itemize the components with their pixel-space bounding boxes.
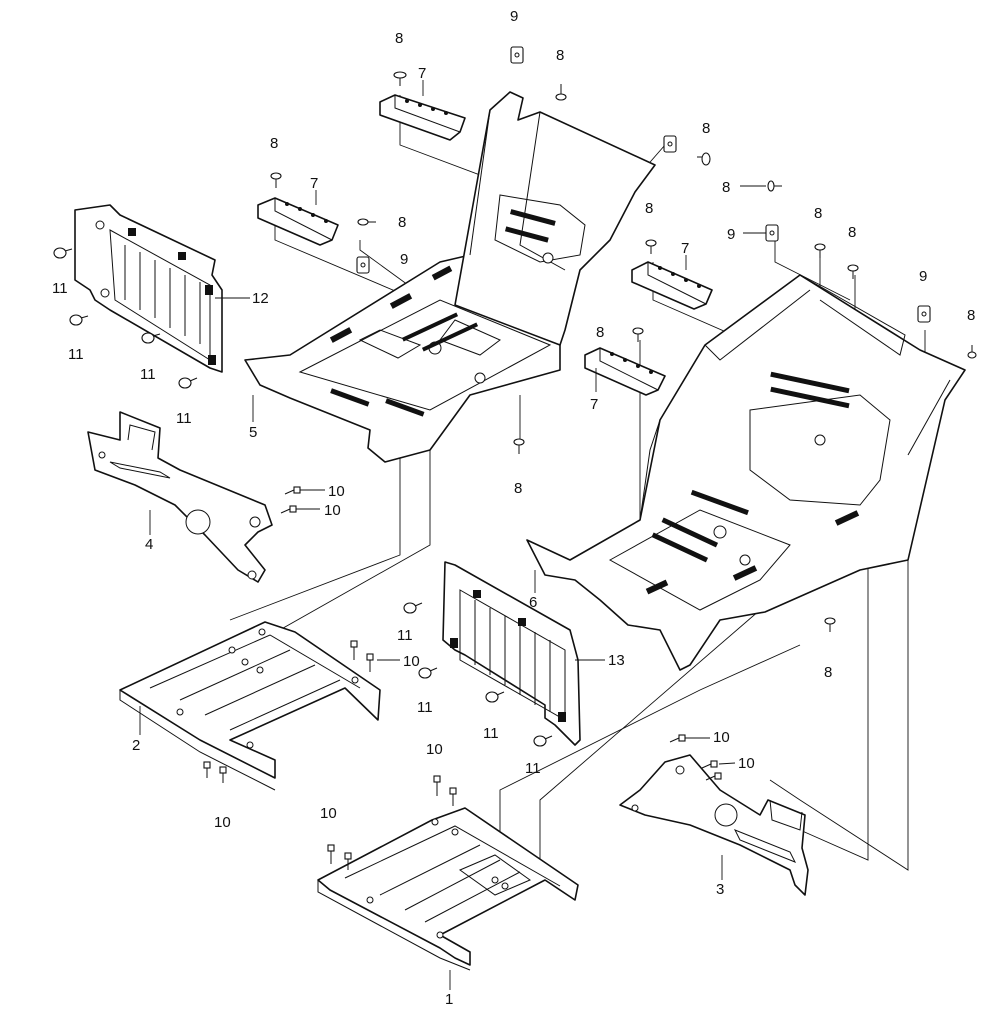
callout-8: 8 (645, 200, 653, 217)
screw-8 (767, 180, 782, 192)
foot-plates (257, 94, 713, 396)
rivet-11 (485, 691, 505, 703)
left-bracket (87, 411, 273, 583)
callout-1: 1 (445, 991, 453, 1008)
screw-8 (513, 438, 525, 454)
clip-9 (356, 256, 370, 274)
callout-7: 7 (590, 396, 598, 413)
upper-subframe (119, 621, 381, 791)
screw-8 (814, 243, 826, 258)
callout-8: 8 (398, 214, 406, 231)
callout-labels: 1 2 3 4 5 6 12 13 7 7 7 7 8 8 8 8 8 8 8 … (52, 8, 975, 1008)
clip-9 (765, 224, 779, 242)
callout-8: 8 (596, 324, 604, 341)
callout-11: 11 (417, 699, 433, 716)
callout-7: 7 (681, 240, 689, 257)
bolt-10 (219, 766, 227, 783)
screw-8 (270, 172, 282, 188)
left-side-panel (74, 204, 223, 373)
rivet-11 (533, 735, 553, 747)
callout-7: 7 (418, 65, 426, 82)
screw-8 (645, 239, 657, 254)
bolt-10 (280, 505, 297, 514)
callout-10: 10 (320, 805, 337, 822)
callout-10: 10 (328, 483, 345, 500)
right-side-panel (442, 561, 581, 746)
bolt-10 (701, 760, 718, 769)
callout-8: 8 (824, 664, 832, 681)
bolt-10 (433, 775, 441, 796)
bolt-10 (669, 734, 686, 743)
callout-8: 8 (395, 30, 403, 47)
callout-13: 13 (608, 652, 625, 669)
callout-10: 10 (403, 653, 420, 670)
callout-9: 9 (727, 226, 735, 243)
callout-10: 10 (214, 814, 231, 831)
callout-9: 9 (400, 251, 408, 268)
rivet-11 (418, 667, 438, 679)
callout-8: 8 (702, 120, 710, 137)
lower-subframe (317, 807, 579, 971)
callout-11: 11 (176, 410, 192, 427)
callout-11: 11 (525, 760, 541, 777)
callout-4: 4 (145, 536, 153, 553)
callout-12: 12 (252, 290, 269, 307)
callout-10: 10 (713, 729, 730, 746)
rivet-11 (69, 314, 89, 326)
callout-10: 10 (738, 755, 755, 772)
clip-9 (917, 305, 931, 323)
screw-8 (847, 264, 859, 279)
bolt-10 (203, 761, 211, 778)
callout-9: 9 (919, 268, 927, 285)
bolt-10 (705, 772, 722, 781)
right-floor-tray (526, 274, 966, 671)
bolt-10 (344, 852, 352, 870)
screw-8 (967, 345, 977, 359)
callout-9: 9 (510, 8, 518, 25)
callout-8: 8 (814, 205, 822, 222)
bolt-10 (449, 787, 457, 806)
callout-11: 11 (68, 346, 84, 363)
rivet-11 (141, 332, 161, 344)
callout-2: 2 (132, 737, 140, 754)
right-bracket (619, 754, 809, 896)
callout-10: 10 (426, 741, 443, 758)
callout-5: 5 (249, 424, 257, 441)
callout-8: 8 (514, 480, 522, 497)
screw-8 (697, 152, 711, 166)
callout-6: 6 (529, 594, 537, 611)
callout-11: 11 (52, 280, 68, 297)
rivet-11 (403, 602, 423, 614)
callout-11: 11 (483, 725, 499, 742)
callout-11: 11 (397, 627, 413, 644)
callout-7: 7 (310, 175, 318, 192)
clip-9 (663, 135, 677, 153)
clip-9 (510, 46, 524, 64)
callout-8: 8 (556, 47, 564, 64)
left-floor-tray (244, 91, 656, 463)
callout-8: 8 (722, 179, 730, 196)
rivet-11 (178, 377, 198, 389)
callout-3: 3 (716, 881, 724, 898)
callout-8: 8 (270, 135, 278, 152)
screw-8 (357, 218, 376, 226)
rivet-11 (53, 247, 73, 259)
fasteners (53, 46, 977, 870)
callout-leaders (139, 80, 766, 990)
callout-8: 8 (848, 224, 856, 241)
bolt-10 (327, 844, 335, 864)
callout-8: 8 (967, 307, 975, 324)
bolt-10 (284, 486, 301, 495)
bolt-10 (366, 653, 374, 672)
screw-8 (393, 71, 407, 86)
callout-11: 11 (140, 366, 156, 383)
bolt-10 (350, 640, 358, 660)
screw-8 (555, 84, 567, 101)
screw-8 (632, 327, 644, 342)
screw-8 (824, 617, 836, 632)
callout-10: 10 (324, 502, 341, 519)
